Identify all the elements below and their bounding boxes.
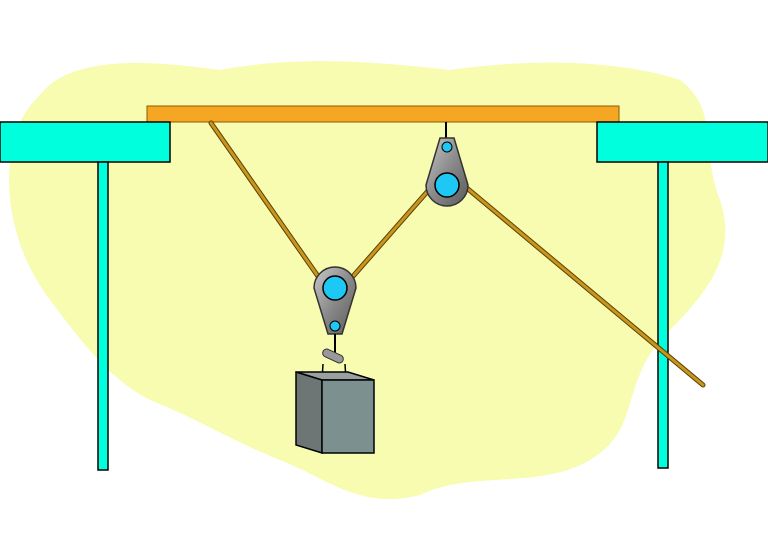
support-leg-left <box>97 161 109 471</box>
movable-pulley <box>313 266 357 335</box>
fixed-pulley <box>425 137 469 207</box>
support-leg-right <box>657 161 669 469</box>
support-ledge-right <box>596 121 768 163</box>
weight-block <box>295 348 375 455</box>
ceiling-beam <box>146 105 620 123</box>
background-blob <box>9 61 726 500</box>
support-ledge-left <box>0 121 171 163</box>
rope-inner <box>209 121 705 387</box>
